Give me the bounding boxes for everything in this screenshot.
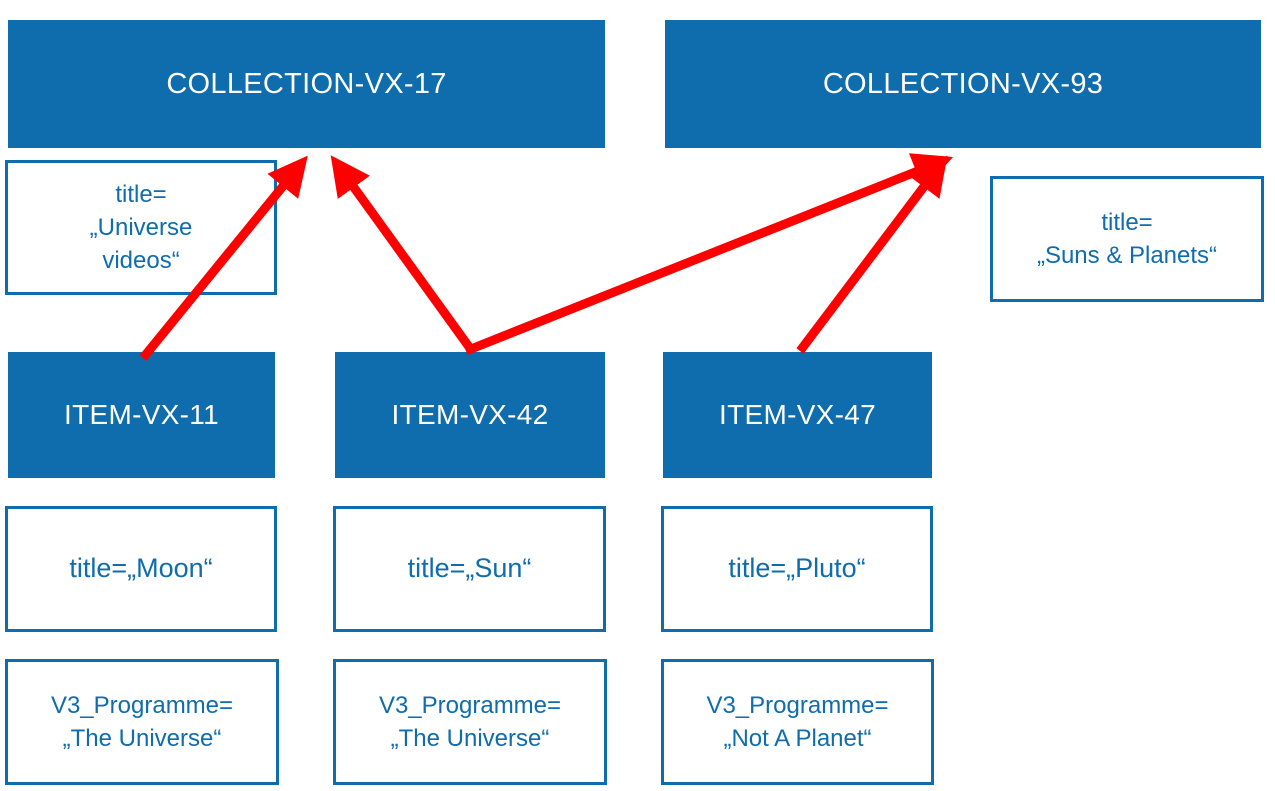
item-box-vx-11: ITEM-VX-11 [8, 352, 275, 478]
note-line: „The Universe“ [390, 725, 550, 752]
item-box-vx-47: ITEM-VX-47 [663, 352, 932, 478]
note-line: V3_Programme= [378, 691, 562, 719]
note-line: „The Universe“ [62, 725, 222, 752]
note-line: title= [115, 180, 167, 208]
note-line: „Universe [89, 213, 193, 241]
note-line: title=„Pluto“ [728, 553, 866, 584]
arrow-item42-to-collection17 [330, 155, 476, 354]
collection-box-vx-93: COLLECTION-VX-93 [665, 20, 1261, 148]
collection-17-title-note: title= „Universe videos“ [5, 160, 277, 295]
note-line: title= [1101, 208, 1153, 236]
collection-93-title-note: title= „Suns & Planets“ [990, 176, 1264, 302]
arrow-item47-to-collection93 [796, 155, 948, 354]
item-47-title-note: title=„Pluto“ [661, 506, 933, 632]
note-line: „Not A Planet“ [723, 725, 872, 752]
arrow-item42-to-collection93 [464, 153, 954, 356]
note-line: title=„Sun“ [407, 553, 532, 584]
collection-title: COLLECTION-VX-93 [822, 67, 1104, 100]
collection-title: COLLECTION-VX-17 [166, 67, 447, 100]
note-line: title=„Moon“ [69, 553, 213, 584]
item-47-programme-note: V3_Programme= „Not A Planet“ [661, 659, 934, 785]
item-11-title-note: title=„Moon“ [5, 506, 277, 632]
item-box-vx-42: ITEM-VX-42 [335, 352, 605, 478]
item-42-title-note: title=„Sun“ [333, 506, 606, 632]
collection-box-vx-17: COLLECTION-VX-17 [8, 20, 605, 148]
note-line: „Suns & Planets“ [1036, 242, 1218, 269]
note-line: V3_Programme= [706, 691, 889, 719]
item-42-programme-note: V3_Programme= „The Universe“ [333, 659, 607, 785]
note-line: V3_Programme= [50, 691, 234, 719]
item-title: ITEM-VX-47 [718, 399, 877, 430]
item-title: ITEM-VX-11 [64, 399, 219, 430]
note-line: videos“ [102, 247, 180, 275]
item-11-programme-note: V3_Programme= „The Universe“ [5, 659, 279, 785]
item-title: ITEM-VX-42 [391, 399, 549, 430]
